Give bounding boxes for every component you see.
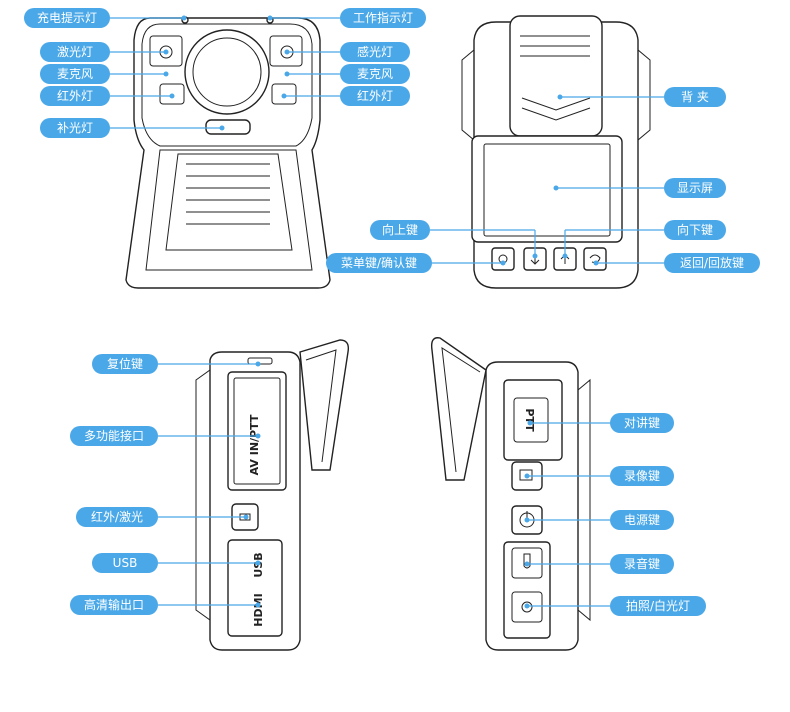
port-text-hdmi: HDMI bbox=[252, 593, 265, 626]
ptt-text: PTT bbox=[523, 408, 536, 432]
front-device bbox=[125, 16, 331, 289]
label-usb: USB bbox=[92, 553, 158, 573]
label-charge-indicator: 充电提示灯 bbox=[24, 8, 110, 28]
label-power-key: 电源键 bbox=[610, 510, 674, 530]
label-photo-white-light: 拍照/白光灯 bbox=[610, 596, 706, 616]
label-video-key: 录像键 bbox=[610, 466, 674, 486]
label-fill-light: 补光灯 bbox=[40, 118, 110, 138]
label-work-indicator: 工作指示灯 bbox=[340, 8, 426, 28]
label-mic-left: 麦克风 bbox=[40, 64, 110, 84]
label-up-key: 向上键 bbox=[370, 220, 430, 240]
label-mic-right: 麦克风 bbox=[340, 64, 410, 84]
label-audio-key: 录音键 bbox=[610, 554, 674, 574]
label-ptt-key: 对讲键 bbox=[610, 413, 674, 433]
label-return-playback-key: 返回/回放键 bbox=[664, 253, 760, 273]
label-ir-right: 红外灯 bbox=[340, 86, 410, 106]
label-multi-port: 多功能接口 bbox=[70, 426, 158, 446]
label-reset-key: 复位键 bbox=[92, 354, 158, 374]
label-screen: 显示屏 bbox=[664, 178, 726, 198]
label-back-clip: 背 夹 bbox=[664, 87, 726, 107]
leader-lines bbox=[110, 15, 664, 609]
left-side-device: AV IN/PTT USB HDMI bbox=[195, 339, 350, 651]
label-menu-confirm-key: 菜单键/确认键 bbox=[326, 253, 432, 273]
label-down-key: 向下键 bbox=[664, 220, 726, 240]
label-ir-left: 红外灯 bbox=[40, 86, 110, 106]
right-side-device: PTT bbox=[430, 337, 591, 651]
label-ir-laser: 红外/激光 bbox=[76, 507, 158, 527]
back-device bbox=[461, 15, 651, 289]
label-hdmi-output: 高清输出口 bbox=[70, 595, 158, 615]
label-light-sensor: 感光灯 bbox=[340, 42, 410, 62]
label-laser-light: 激光灯 bbox=[40, 42, 110, 62]
port-text-av: AV IN/PTT bbox=[248, 414, 261, 475]
